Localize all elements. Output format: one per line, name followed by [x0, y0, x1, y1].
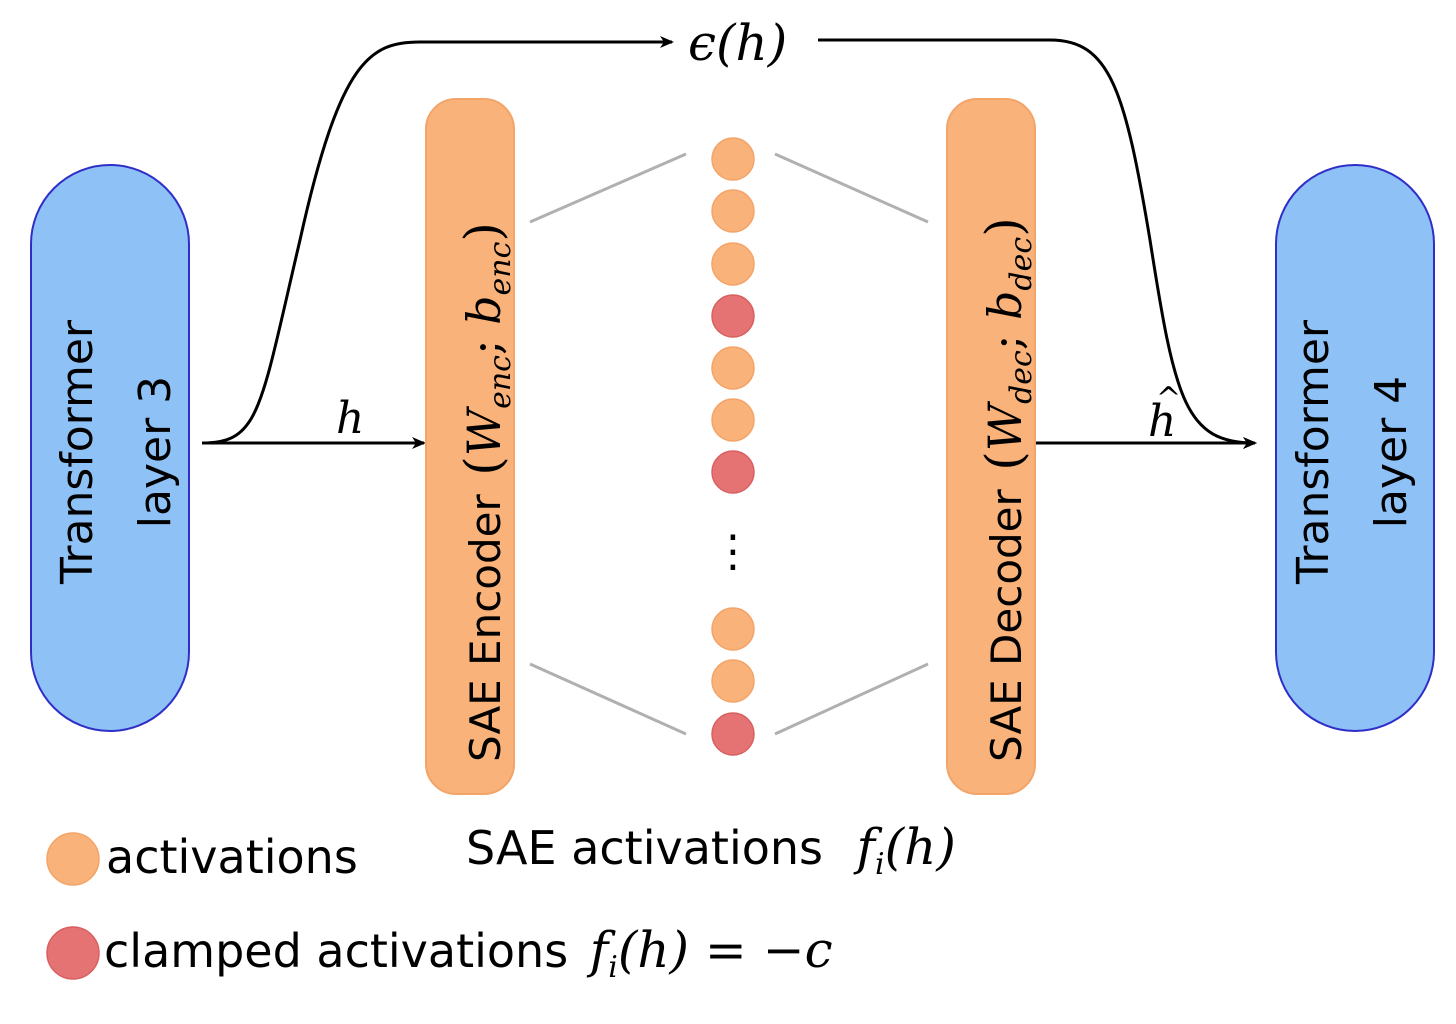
h-label: h [336, 393, 364, 444]
sae-encoder-name: SAE Encoder [461, 493, 510, 762]
clamped-activation-node [711, 450, 755, 494]
activation-node [711, 398, 755, 442]
legend-clamped-sub: i [608, 950, 618, 985]
error-label-arg: (h) [716, 14, 787, 72]
sae-decoder-name: SAE Decoder [982, 488, 1031, 762]
sae-encoder-label: SAE Encoder (Wenc; benc) [454, 222, 518, 762]
sae-decoder-box [946, 98, 1036, 795]
sae-decoder-label: SAE Decoder (Wdec; bdec) [975, 217, 1039, 762]
sae-decoder-b-sub: dec [1004, 237, 1039, 291]
clamped-activation-node [711, 712, 755, 756]
h-hat-label-base: h [1148, 396, 1176, 447]
sae-encoder-b: b [457, 295, 511, 324]
activation-node [711, 189, 755, 233]
legend-clamped-text: clamped activations [104, 924, 568, 978]
decoder-connector-bottom [774, 662, 929, 736]
activation-node [711, 346, 755, 390]
sae-encoder-W-sub: enc [483, 355, 518, 409]
activation-ellipsis: ⋮ [711, 526, 755, 577]
sae-encoder-W: W [457, 405, 511, 456]
transformer-layer-4-title: Transformer [1288, 319, 1339, 585]
activation-node [711, 137, 755, 181]
sae-encoder-box [425, 98, 515, 795]
sae-decoder: SAE Decoder (Wdec; bdec) [946, 98, 1039, 795]
sae-decoder-b: b [978, 291, 1032, 320]
transformer-layer-4-sublabel: layer 4 [1366, 376, 1417, 528]
legend-clamped-swatch [46, 926, 100, 980]
sae-encoder-b-sub: enc [483, 241, 518, 295]
decoder-connector-top [774, 152, 929, 224]
legend-clamped-label: clamped activations fi(h) = −c [104, 921, 833, 985]
error-label-eps: ϵ [688, 14, 716, 72]
activations-caption-arg: (h) [885, 818, 956, 876]
h-hat-label: h ^ [1148, 381, 1181, 447]
activations-caption: SAE activations fi(h) [466, 818, 956, 882]
sae-encoder: SAE Encoder (Wenc; benc) [425, 98, 518, 795]
legend-activation-label: activations [106, 830, 358, 884]
transformer-layer-3-sublabel: layer 3 [130, 376, 181, 528]
sae-decoder-W-sub: dec [1004, 350, 1039, 404]
activation-node [711, 242, 755, 286]
sae-decoder-W: W [978, 400, 1032, 451]
error-label: ϵ(h) [688, 14, 787, 72]
encoder-connector-bottom [529, 662, 687, 736]
activations-caption-text: SAE activations [466, 821, 823, 875]
activations-caption-sub: i [875, 847, 885, 882]
transformer-layer-4: Transformer layer 4 [1275, 164, 1435, 732]
error-path-out [818, 38, 1257, 449]
legend: activations clamped activations fi(h) = … [46, 830, 833, 985]
activation-node [711, 607, 755, 651]
activation-node [711, 659, 755, 703]
legend-clamped-rest: (h) = −c [618, 921, 833, 979]
legend-activation-swatch [46, 832, 100, 886]
h-hat-label-hat: ^ [1156, 381, 1181, 416]
encoder-connector-top [529, 152, 687, 224]
clamped-activation-node [711, 294, 755, 338]
activation-column [711, 137, 755, 756]
transformer-layer-4-box [1275, 164, 1435, 732]
error-path-in [201, 36, 674, 445]
transformer-layer-3-box [30, 164, 190, 732]
transformer-layer-3: Transformer layer 3 [30, 164, 190, 732]
connector-lines [529, 152, 929, 736]
transformer-layer-3-title: Transformer [52, 319, 103, 585]
